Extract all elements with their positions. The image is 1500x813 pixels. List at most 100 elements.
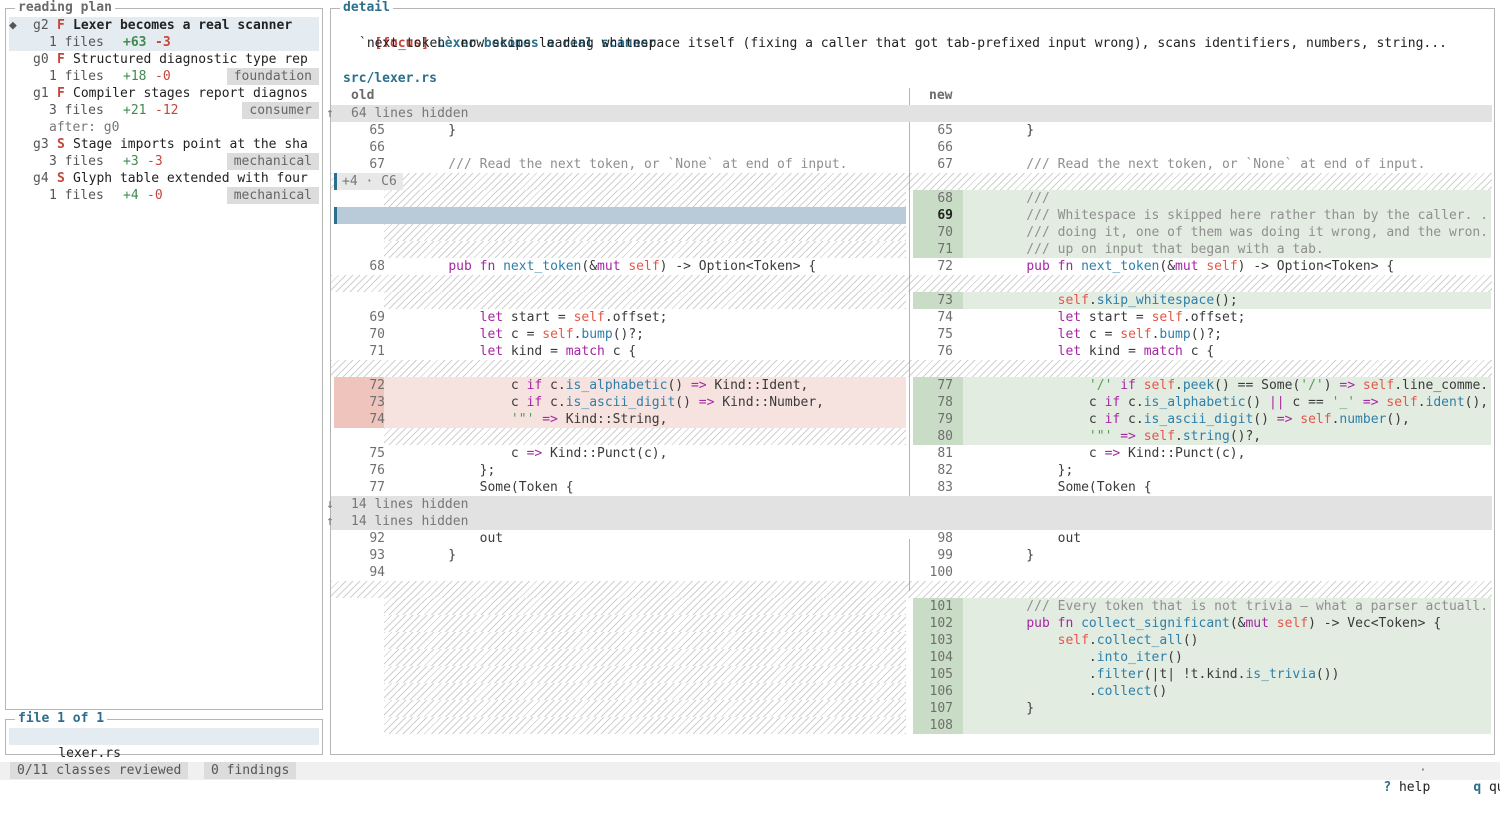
- plan-item-tag: mechanical: [226, 187, 319, 204]
- added-code-line: }: [995, 701, 1035, 716]
- plan-item-deletions: -3: [147, 154, 163, 169]
- added-code-line: /// Every token that is not trivia — wha…: [995, 599, 1491, 614]
- fold-arrow-icon: ↓: [326, 497, 334, 512]
- fold-label: 64 lines hidden: [351, 106, 469, 121]
- new-line-number: 79: [937, 412, 953, 427]
- new-line-number: 68: [937, 191, 953, 206]
- added-line-bg: [913, 394, 1491, 411]
- empty-old-side: [384, 428, 906, 445]
- plan-item-title: Stage imports point at the sha: [73, 137, 308, 152]
- hunk-marker[interactable]: +4 · C6: [334, 173, 403, 190]
- old-code-line: out: [417, 531, 504, 546]
- added-line-bg: [913, 241, 1491, 258]
- empty-old-side: [384, 598, 906, 615]
- old-line-number: 77: [369, 480, 385, 495]
- new-column-header: new: [929, 88, 953, 103]
- removed-line-gutter: [334, 394, 384, 411]
- added-line-gutter: [913, 224, 963, 241]
- added-line-bg: [913, 207, 1491, 224]
- added-line-bg: [913, 428, 1491, 445]
- old-line-number: 76: [369, 463, 385, 478]
- plan-item-additions: +63: [123, 35, 147, 50]
- plan-item-stats: 1 files+63-3: [9, 34, 319, 51]
- old-line-number: 66: [369, 140, 385, 155]
- hidden-lines-fold[interactable]: [331, 513, 1492, 530]
- plan-item-additions: +18: [123, 69, 147, 84]
- plan-item-title: Compiler stages report diagnos: [73, 86, 308, 101]
- removed-code-line: c if c.is_alphabetic() => Kind::Ident,: [417, 378, 809, 393]
- empty-old-side: [384, 683, 906, 700]
- added-line-bg: [913, 632, 1491, 649]
- new-line-number: 81: [937, 446, 953, 461]
- added-code-line: .collect(): [995, 684, 1168, 699]
- plan-item-deletions: -0: [147, 188, 163, 203]
- quit-hint[interactable]: q quit: [1442, 762, 1500, 795]
- added-code-line: '"' => self.string()?,: [1088, 429, 1262, 444]
- new-code-line: [995, 139, 1491, 156]
- removed-line-gutter: [334, 411, 384, 428]
- plan-item-kind: S: [57, 171, 65, 186]
- added-line-gutter: [913, 649, 963, 666]
- old-line-number: 74: [369, 412, 385, 427]
- file-item-lexer[interactable]: lexer.rs: [9, 728, 319, 761]
- file-list-panel: file 1 of 1 lexer.rs: [5, 710, 323, 761]
- added-line-gutter: [913, 377, 963, 394]
- added-code-line: '/' if self.peek() == Some('/') => self.…: [1088, 378, 1491, 393]
- added-line-bg: [913, 224, 1491, 241]
- new-line-number: 70: [937, 225, 953, 240]
- plan-item-id: g0: [33, 52, 49, 67]
- old-code-line: }: [417, 548, 457, 563]
- removed-code-line: '"' => Kind::String,: [510, 412, 668, 427]
- added-code-line: self.skip_whitespace();: [1057, 293, 1238, 308]
- plan-item-id: g1: [33, 86, 49, 101]
- new-line-number: 106: [929, 684, 953, 699]
- file-item-label: lexer.rs: [58, 746, 121, 761]
- removed-line-bg: [334, 411, 906, 428]
- empty-old-side: [384, 190, 906, 207]
- new-code-line: Some(Token {: [995, 480, 1152, 495]
- added-code-line: c if c.is_ascii_digit() => self.number()…: [995, 412, 1410, 427]
- plan-item-deletions: -3: [155, 35, 171, 50]
- added-line-gutter: [913, 292, 963, 309]
- new-code-line: };: [995, 463, 1074, 478]
- new-line-number: 102: [929, 616, 953, 631]
- new-line-number: 103: [929, 633, 953, 648]
- plan-item-deletions: -12: [155, 103, 179, 118]
- added-code-line: .into_iter(): [995, 650, 1183, 665]
- new-line-number: 66: [937, 140, 953, 155]
- empty-old-side: [384, 666, 906, 683]
- added-line-gutter: [913, 394, 963, 411]
- added-code-line: pub fn collect_significant(&mut self) ->…: [1026, 616, 1442, 631]
- added-line-gutter: [913, 411, 963, 428]
- findings-counter: 0 findings: [204, 762, 297, 779]
- added-line-gutter: [913, 190, 963, 207]
- old-code-line: let c = self.bump()?;: [479, 327, 645, 342]
- new-line-number: 72: [937, 259, 953, 274]
- old-code-line: Some(Token {: [417, 480, 574, 495]
- removed-line-bg: [334, 377, 906, 394]
- old-line-number: 71: [369, 344, 385, 359]
- new-code-line: }: [995, 123, 1035, 138]
- new-line-number: 77: [937, 378, 953, 393]
- hidden-lines-fold[interactable]: [331, 496, 1492, 513]
- old-code-line: c => Kind::Punct(c),: [417, 446, 668, 461]
- added-line-gutter: [913, 241, 963, 258]
- new-line-number: 99: [937, 548, 953, 563]
- old-code-line: [417, 139, 903, 156]
- new-code-line: [995, 564, 1491, 581]
- fold-label: 14 lines hidden: [351, 497, 469, 512]
- old-line-number: 72: [369, 378, 385, 393]
- empty-old-side: [384, 700, 906, 717]
- hidden-lines-fold[interactable]: [331, 105, 1492, 122]
- added-line-gutter: [913, 632, 963, 649]
- new-line-number: 80: [937, 429, 953, 444]
- status-separator: ·: [1419, 763, 1427, 778]
